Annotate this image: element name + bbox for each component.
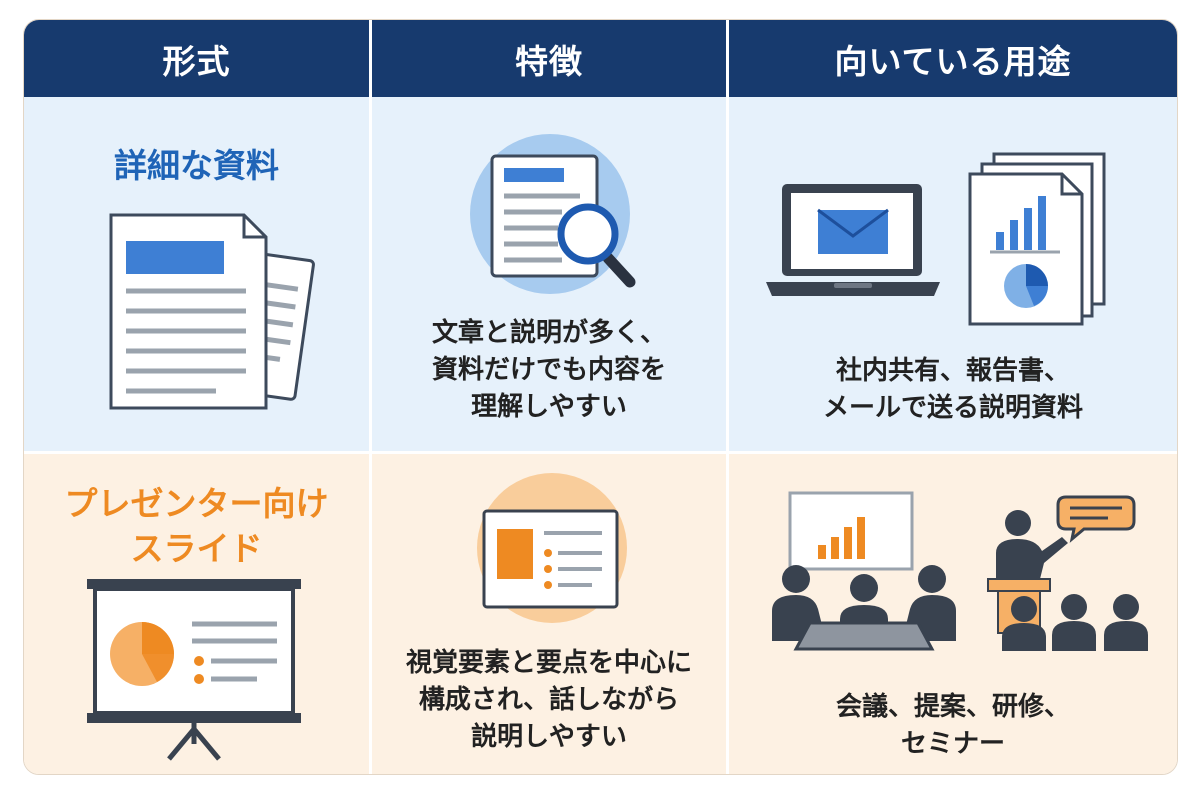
meeting-people-icon [772,491,956,651]
row-detailed-document: 詳細な資料 [24,97,1177,451]
slide-icon [477,473,627,623]
column-divider [369,97,372,774]
column-divider [726,97,729,774]
format-title-line2: スライド [130,529,263,568]
use-description: 会議、提案、研修、 セミナー [835,692,1070,759]
row-divider [24,451,1177,454]
seminar-speaker-icon [987,495,1148,651]
header-divider [369,20,372,97]
laptop-email-icon [766,184,940,296]
header-format: 形式 [162,41,231,81]
header-use: 向いている用途 [834,41,1072,81]
use-description: 社内共有、報告書、 メールで送る説明資料 [822,356,1083,423]
document-magnifier-icon [470,134,636,294]
comparison-table: 形式 特徴 向いている用途 詳細な資料 [23,19,1178,775]
document-stack-icon [109,213,315,410]
format-title-line1: プレゼンター向け [64,484,329,523]
feature-description: 視覚要素と要点を中心に 構成され、話しながら 説明しやすい [405,648,692,752]
format-title: 詳細な資料 [114,146,279,185]
presentation-screen-icon [87,579,301,761]
table-header: 形式 特徴 向いている用途 [24,20,1177,97]
header-feature: 特徴 [515,41,583,81]
feature-description: 文章と説明が多く、 資料だけでも内容を 理解しやすい [431,318,666,422]
header-divider [726,20,729,97]
report-chart-documents-icon [968,152,1106,326]
row-presenter-slides: プレゼンター向け スライド [24,453,1177,774]
